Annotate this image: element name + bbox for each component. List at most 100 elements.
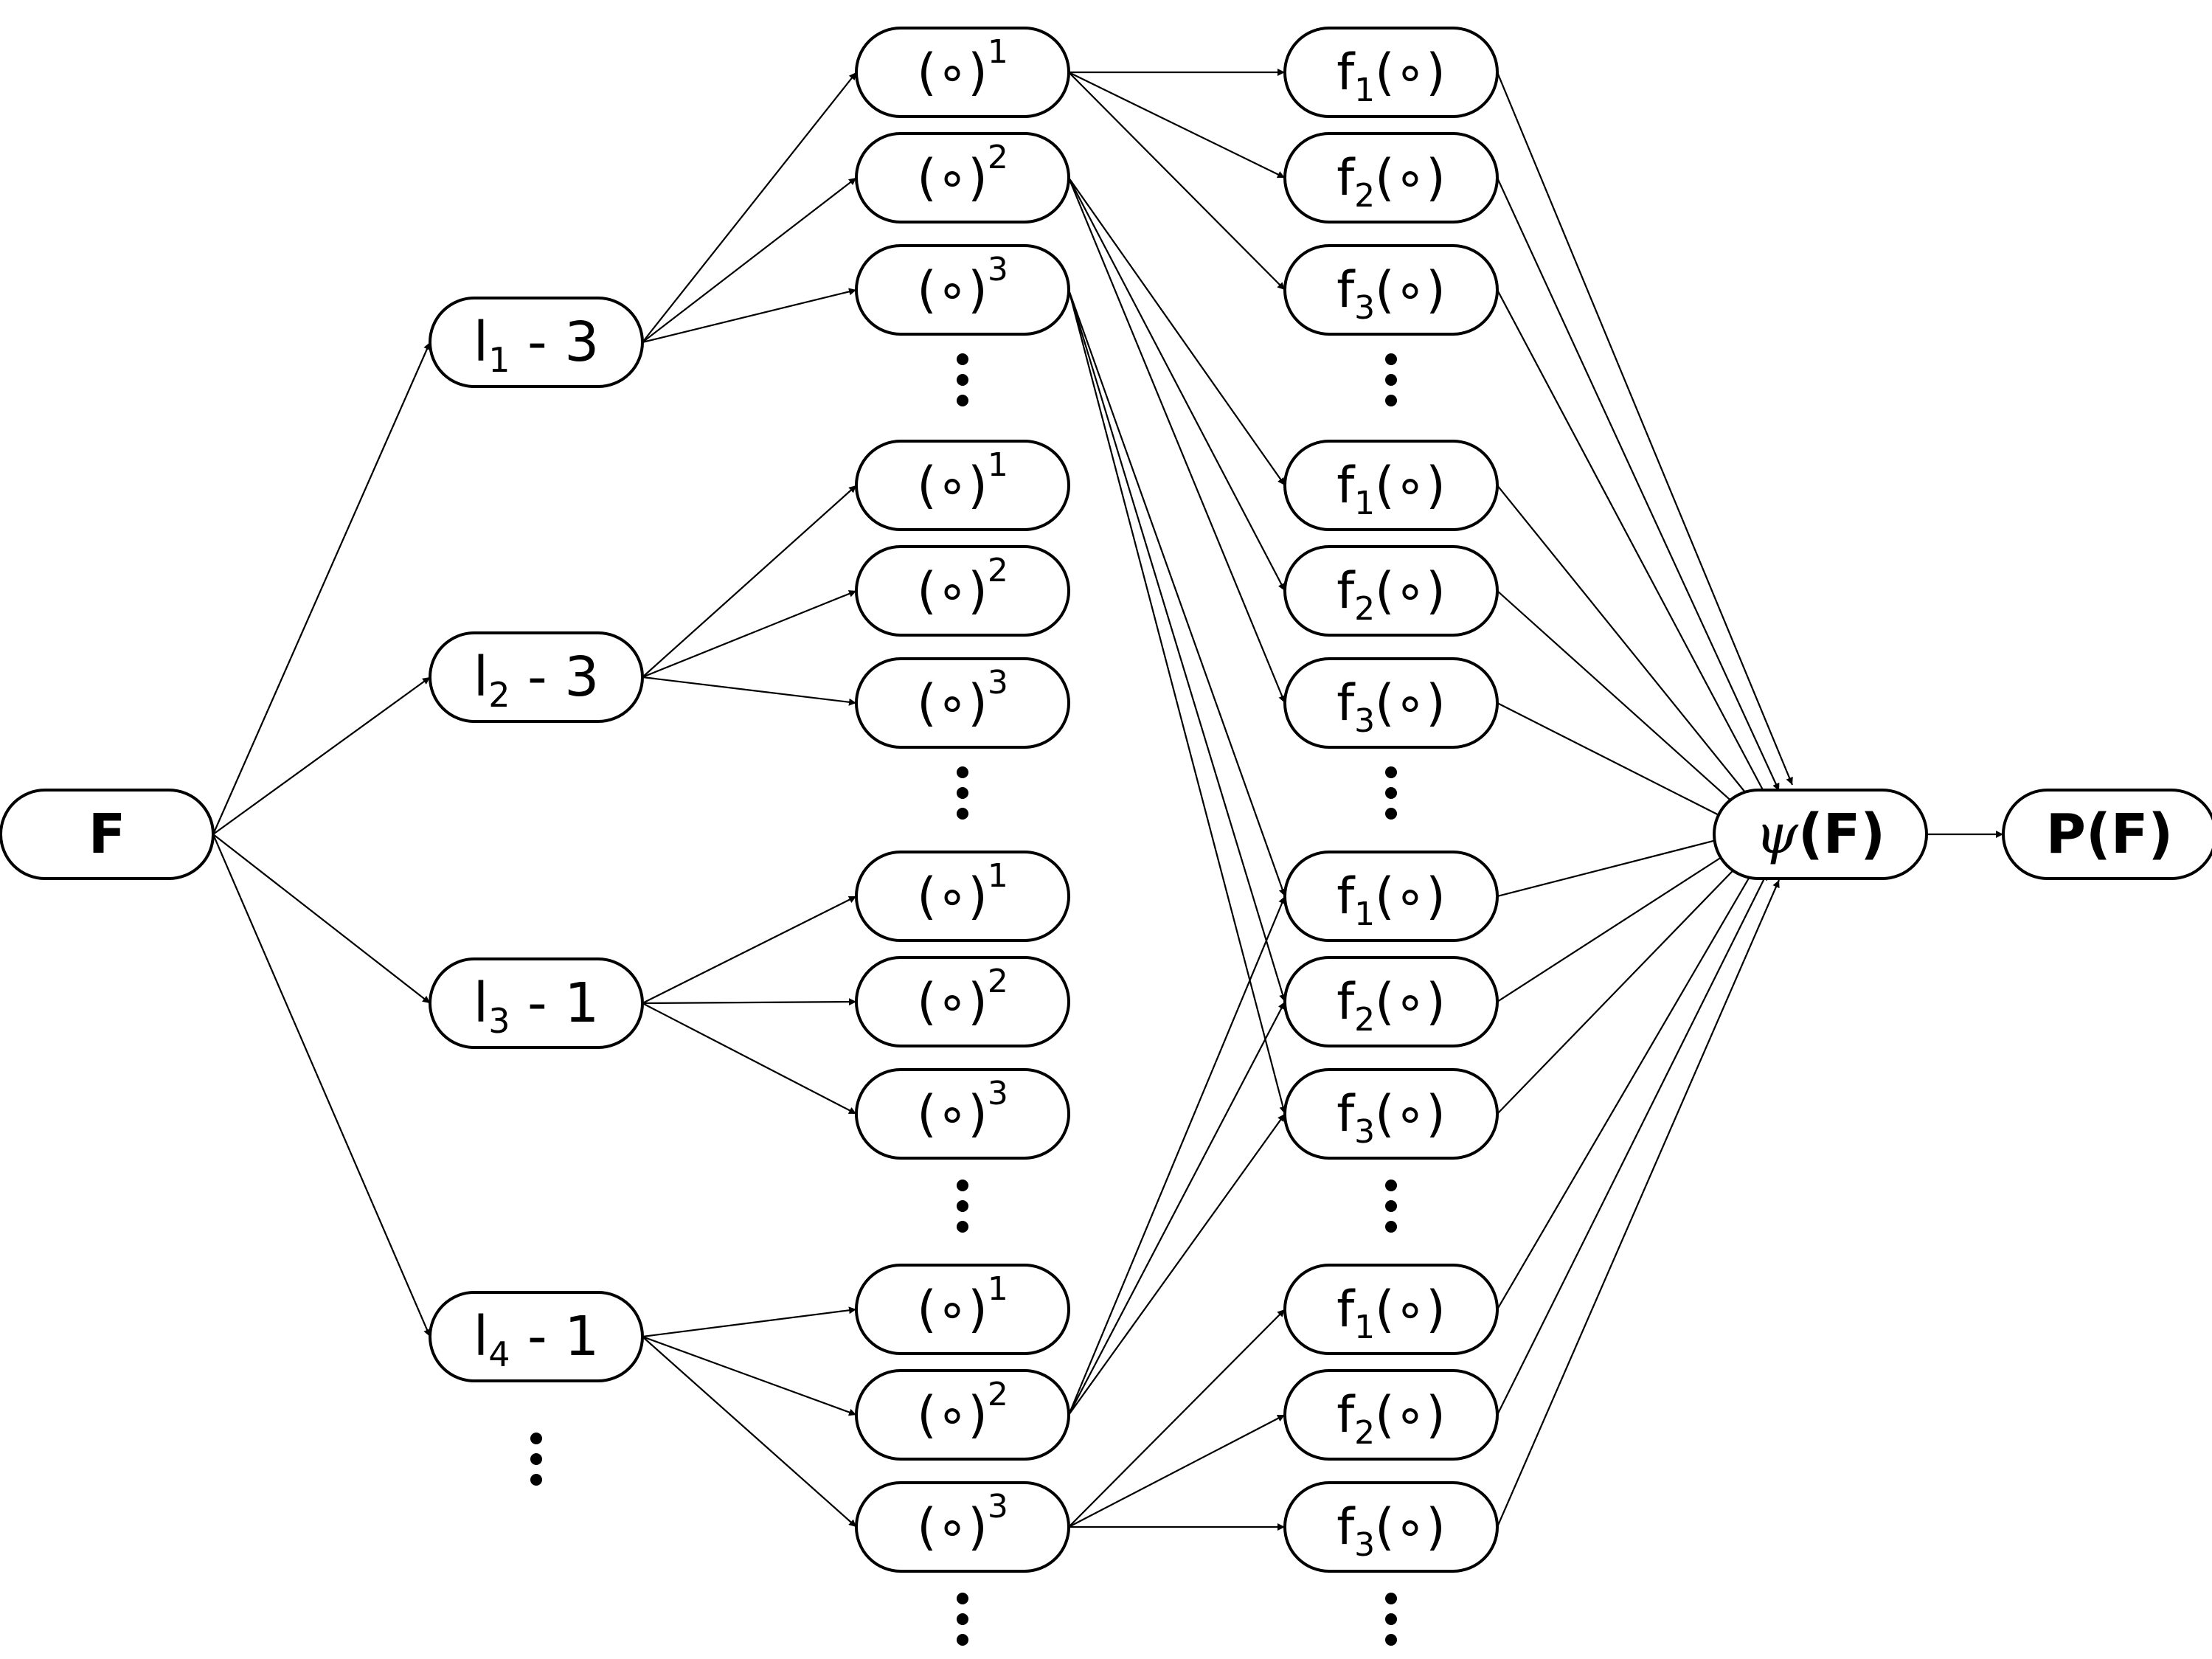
aggregator-node-shape: [1713, 789, 1928, 880]
edge-function-block-2-2-to-aggregator: [1497, 590, 1750, 818]
function-node-1-1: f1(∘): [1283, 27, 1499, 118]
power-label-1-3: (∘)3: [917, 251, 1008, 319]
function-node-2-1: f1(∘): [1283, 440, 1499, 531]
function-label-1-3: f3(∘): [1336, 261, 1446, 327]
edge-function-block-4-3-to-aggregator: [1496, 879, 1781, 1528]
function-node-1-3: f3(∘): [1283, 244, 1499, 336]
output-label: P(F): [2046, 803, 2173, 866]
source-node-shape: [0, 789, 215, 880]
edge-source-to-group-4: [212, 834, 431, 1337]
edge-power-1-1-to-function-2: [1068, 72, 1286, 291]
edge-group-2-to-power-3: [642, 676, 857, 706]
function-node-4-2: f2(∘): [1283, 1369, 1499, 1461]
power-node-3-1: (∘)1: [855, 851, 1070, 942]
edge-power-4-2-to-function-0: [1067, 896, 1286, 1416]
edge-group-1-to-power-1: [642, 72, 857, 343]
power-label-2-3: (∘)3: [917, 664, 1008, 732]
power-label-4-1: (∘)1: [917, 1270, 1008, 1339]
edge-power-1-3-to-function-2: [1067, 289, 1287, 1115]
edge-power-1-3-to-function-1: [1067, 289, 1286, 1002]
edge-group-4-to-power-1: [642, 1306, 857, 1338]
power-node-1-1: (∘)1: [855, 27, 1070, 118]
power-node-4-1: (∘)1: [855, 1264, 1070, 1355]
edge-group-3-to-power-1: [642, 896, 857, 1004]
edge-power-4-2-to-function-1: [1068, 1001, 1286, 1416]
function-node-3-2-shape: [1283, 956, 1499, 1047]
group-label-1: l1 - 3: [474, 311, 600, 380]
function-node-4-3: f3(∘): [1283, 1481, 1499, 1573]
group-label-3: l3 - 1: [474, 971, 600, 1041]
edge-power-4-3-to-function-1: [1068, 1414, 1286, 1528]
power-label-4-3: (∘)3: [917, 1488, 1008, 1556]
function-node-3-3-shape: [1283, 1068, 1499, 1160]
edge-power-4-2-to-function-2: [1068, 1113, 1286, 1416]
group-node-4-shape: [429, 1291, 644, 1382]
function-node-2-2-shape: [1283, 545, 1499, 637]
ellipses: [530, 353, 1397, 1646]
edge-function-block-4-2-to-aggregator: [1497, 872, 1768, 1416]
edge-power-1-2-to-function-2: [1067, 177, 1286, 704]
function-node-3-1: f1(∘): [1283, 851, 1499, 942]
function-node-1-1-shape: [1283, 27, 1499, 118]
edge-function-block-2-3-to-aggregator: [1497, 702, 1743, 828]
function-label-2-3: f3(∘): [1336, 674, 1446, 740]
function-label-4-1: f1(∘): [1336, 1281, 1446, 1346]
power-label-4-2: (∘)2: [917, 1376, 1008, 1444]
edge-function-block-3-3-to-aggregator: [1497, 853, 1750, 1115]
power-node-1-3: (∘)3: [855, 244, 1070, 336]
edge-group-2-to-power-2: [642, 589, 857, 679]
group-node-1: l1 - 3: [429, 297, 644, 388]
source-label: F: [89, 803, 126, 866]
group-node-4: l4 - 1: [429, 1291, 644, 1382]
function-label-2-2: f2(∘): [1336, 562, 1446, 628]
power-node-4-1-shape: [855, 1264, 1070, 1355]
power-label-3-3: (∘)3: [917, 1075, 1008, 1143]
power-node-1-2-shape: [855, 132, 1070, 224]
function-node-2-1-shape: [1283, 440, 1499, 531]
edge-source-to-group-1: [212, 342, 431, 835]
function-node-3-3: f3(∘): [1283, 1068, 1499, 1160]
function-node-3-2: f2(∘): [1283, 956, 1499, 1047]
edge-function-block-1-3-to-aggregator: [1497, 289, 1768, 799]
ellipsis-powers-2: [957, 766, 968, 820]
power-node-2-3-shape: [855, 657, 1070, 749]
output-node-shape: [2002, 789, 2212, 880]
function-node-1-3-shape: [1283, 244, 1499, 336]
edge-power-1-3-to-function-0: [1067, 289, 1286, 897]
ellipsis-functions-4: [1385, 1593, 1397, 1646]
nodes: Fl1 - 3l2 - 3l3 - 1l4 - 1(∘)1(∘)2(∘)3(∘)…: [0, 27, 2212, 1573]
edge-function-block-3-2-to-aggregator: [1497, 843, 1743, 1002]
edge-group-3-to-power-3: [642, 1002, 857, 1115]
function-node-1-2: f2(∘): [1283, 132, 1499, 224]
group-node-3: l3 - 1: [429, 957, 644, 1049]
function-label-1-1: f1(∘): [1336, 44, 1446, 109]
aggregator-label: ψ(F): [1755, 803, 1885, 866]
power-node-2-1: (∘)1: [855, 440, 1070, 531]
function-label-3-3: f3(∘): [1336, 1085, 1446, 1151]
group-node-1-shape: [429, 297, 644, 388]
group-node-3-shape: [429, 957, 644, 1049]
edge-source-to-group-3: [212, 834, 431, 1004]
power-node-2-2: (∘)2: [855, 545, 1070, 637]
power-node-2-1-shape: [855, 440, 1070, 531]
function-label-3-1: f1(∘): [1336, 867, 1446, 933]
edge-group-3-to-power-2: [642, 998, 857, 1006]
output-node: P(F): [2002, 789, 2212, 880]
power-label-2-1: (∘)1: [917, 446, 1008, 515]
ellipsis-functions-1: [1385, 353, 1397, 406]
power-node-4-2: (∘)2: [855, 1369, 1070, 1461]
power-node-3-2: (∘)2: [855, 956, 1070, 1047]
aggregator-node: ψ(F): [1713, 789, 1928, 880]
function-node-2-2: f2(∘): [1283, 545, 1499, 637]
power-node-2-3: (∘)3: [855, 657, 1070, 749]
power-node-3-3: (∘)3: [855, 1068, 1070, 1160]
power-node-4-3-shape: [855, 1481, 1070, 1573]
ellipsis-powers-4: [957, 1593, 968, 1646]
power-node-4-3: (∘)3: [855, 1481, 1070, 1573]
function-node-4-1: f1(∘): [1283, 1264, 1499, 1355]
function-label-3-2: f2(∘): [1336, 973, 1446, 1039]
ellipsis-functions-2: [1385, 766, 1397, 820]
function-node-1-2-shape: [1283, 132, 1499, 224]
edge-group-4-to-power-2: [642, 1335, 857, 1416]
